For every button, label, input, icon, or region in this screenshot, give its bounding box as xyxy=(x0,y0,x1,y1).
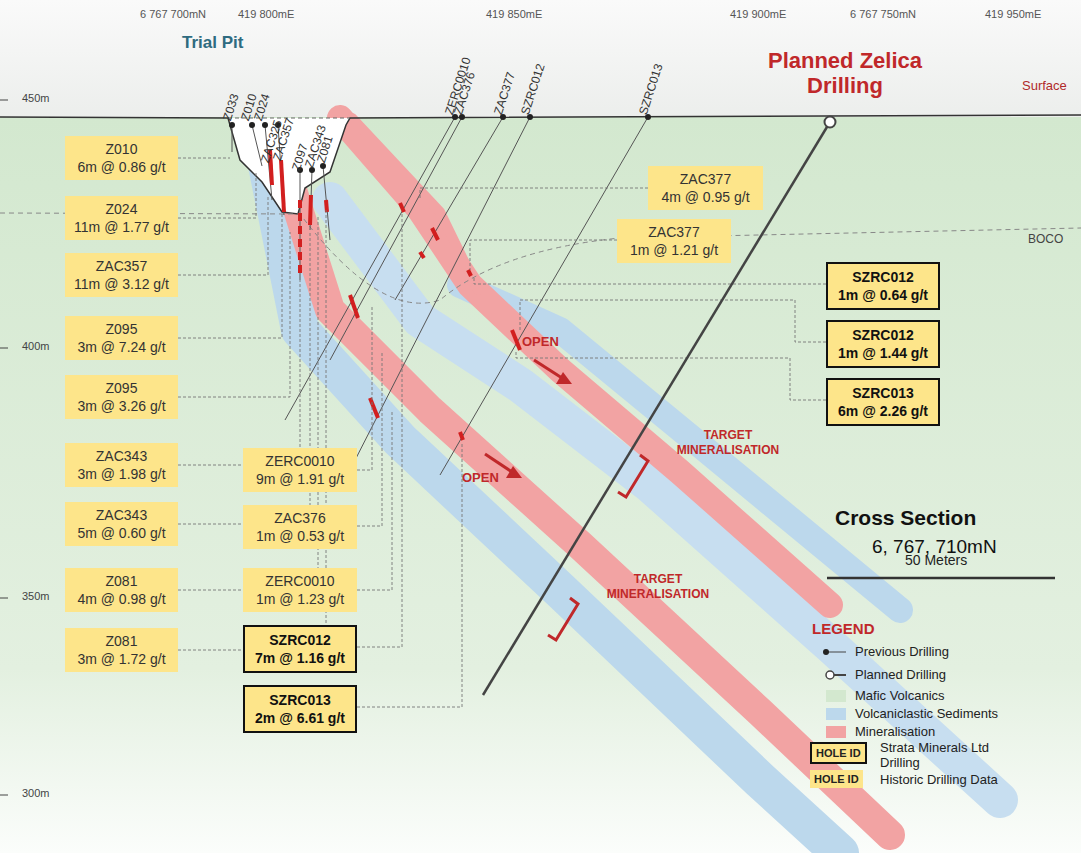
hole-id: SZRC013 xyxy=(253,691,347,709)
hole-id: Z081 xyxy=(73,632,170,650)
strata-callout-box: SZRC0136m @ 2.26 g/t xyxy=(826,378,940,426)
scale-label: 50 Meters xyxy=(905,552,967,568)
intercept-grade: 3m @ 1.98 g/t xyxy=(73,465,170,483)
legend-heading: LEGEND xyxy=(812,620,875,637)
easting: 419 850mE xyxy=(486,8,542,20)
legend-swatch xyxy=(826,708,846,720)
intercept-grade: 4m @ 0.98 g/t xyxy=(73,590,170,608)
hole-id: Z024 xyxy=(73,200,170,218)
intercept-grade: 1m @ 0.53 g/t xyxy=(251,527,349,545)
intercept-grade: 5m @ 0.60 g/t xyxy=(73,524,170,542)
historic-callout-box: Z0813m @ 1.72 g/t xyxy=(65,628,178,672)
hole-id: ZERC0010 xyxy=(251,452,349,470)
hole-id: ZAC377 xyxy=(625,223,723,241)
historic-callout-box: Z0106m @ 0.86 g/t xyxy=(65,136,178,180)
elevation: 300m xyxy=(22,787,50,799)
historic-callout-box: Z0814m @ 0.98 g/t xyxy=(65,568,178,612)
hole-id: Z010 xyxy=(73,140,170,158)
boco-label: BOCO xyxy=(1028,232,1063,246)
legend-text: Historic Drilling Data xyxy=(880,772,998,787)
intercept-grade: 6m @ 2.26 g/t xyxy=(836,402,930,420)
historic-callout-box: ZAC3435m @ 0.60 g/t xyxy=(65,502,178,546)
intercept-grade: 7m @ 1.16 g/t xyxy=(253,649,347,667)
surface-label: Surface xyxy=(1022,78,1067,93)
intercept-grade: 4m @ 0.95 g/t xyxy=(656,188,755,206)
legend-text: Strata Minerals Ltd Drilling xyxy=(880,740,1005,770)
legend-text: Mafic Volcanics xyxy=(855,688,945,703)
section-title: Cross Section xyxy=(835,506,976,530)
hole-id: SZRC013 xyxy=(836,384,930,402)
intercept-grade: 11m @ 3.12 g/t xyxy=(73,275,170,293)
intercept-grade: 1m @ 1.44 g/t xyxy=(836,344,930,362)
historic-callout-box: ZAC3774m @ 0.95 g/t xyxy=(648,166,763,210)
elevation: 350m xyxy=(22,590,50,602)
open-label: OPEN xyxy=(462,470,499,485)
legend-text: Previous Drilling xyxy=(855,644,949,659)
hole-id: ZERC0010 xyxy=(251,572,349,590)
open-label: OPEN xyxy=(522,334,559,349)
historic-callout-box: Z0953m @ 7.24 g/t xyxy=(65,316,178,360)
intercept-grade: 1m @ 1.23 g/t xyxy=(251,590,349,608)
legend-text: Planned Drilling xyxy=(855,667,946,682)
strata-callout-box: SZRC0132m @ 6.61 g/t xyxy=(243,685,357,733)
intercept-grade: 6m @ 0.86 g/t xyxy=(73,158,170,176)
hole-id: ZAC357 xyxy=(73,257,170,275)
hole-id: SZRC012 xyxy=(253,631,347,649)
intercept-grade: 9m @ 1.91 g/t xyxy=(251,470,349,488)
hole-id: Z081 xyxy=(73,572,170,590)
legend-swatch xyxy=(826,726,846,738)
elevation: 450m xyxy=(22,92,50,104)
historic-callout-box: Z02411m @ 1.77 g/t xyxy=(65,196,178,240)
hole-id: SZRC012 xyxy=(836,268,930,286)
legend-sample: HOLE ID xyxy=(810,742,867,764)
intercept-grade: 3m @ 7.24 g/t xyxy=(73,338,170,356)
legend-text: Mineralisation xyxy=(855,724,935,739)
target-label: TARGET MINERALISATION xyxy=(668,428,788,458)
strata-callout-box: SZRC0121m @ 0.64 g/t xyxy=(826,262,940,310)
historic-callout-box: ZERC00109m @ 1.91 g/t xyxy=(243,448,357,492)
strata-callout-box: SZRC0127m @ 1.16 g/t xyxy=(243,625,357,673)
pit-label: Trial Pit xyxy=(182,33,243,53)
elevation: 400m xyxy=(22,340,50,352)
planned-drilling-title: Planned Zelica Drilling xyxy=(740,48,950,98)
hole-id: ZAC343 xyxy=(73,447,170,465)
historic-callout-box: Z0953m @ 3.26 g/t xyxy=(65,375,178,419)
hole-id: ZAC343 xyxy=(73,506,170,524)
historic-callout-box: ZAC35711m @ 3.12 g/t xyxy=(65,253,178,297)
legend-text: Volcaniclastic Sediments xyxy=(855,706,998,721)
strata-callout-box: SZRC0121m @ 1.44 g/t xyxy=(826,320,940,368)
legend-sample: HOLE ID xyxy=(810,770,863,788)
hole-id: Z095 xyxy=(73,379,170,397)
intercept-grade: 1m @ 0.64 g/t xyxy=(836,286,930,304)
target-label: TARGET MINERALISATION xyxy=(598,572,718,602)
easting: 419 900mE xyxy=(730,8,786,20)
easting: 419 950mE xyxy=(985,8,1041,20)
historic-callout-box: ZAC3761m @ 0.53 g/t xyxy=(243,505,357,549)
historic-callout-box: ZERC00101m @ 1.23 g/t xyxy=(243,568,357,612)
legend-swatch xyxy=(826,690,846,702)
northing: 6 767 750mN xyxy=(850,8,916,20)
hole-id: Z095 xyxy=(73,320,170,338)
intercept-grade: 1m @ 1.21 g/t xyxy=(625,241,723,259)
historic-callout-box: ZAC3771m @ 1.21 g/t xyxy=(617,219,731,263)
easting: 419 800mE xyxy=(238,8,294,20)
intercept-grade: 2m @ 6.61 g/t xyxy=(253,709,347,727)
hole-id: ZAC377 xyxy=(656,170,755,188)
intercept-grade: 3m @ 3.26 g/t xyxy=(73,397,170,415)
hole-id: ZAC376 xyxy=(251,509,349,527)
historic-callout-box: ZAC3433m @ 1.98 g/t xyxy=(65,443,178,487)
northing: 6 767 700mN xyxy=(140,8,206,20)
intercept-grade: 11m @ 1.77 g/t xyxy=(73,218,170,236)
intercept-grade: 3m @ 1.72 g/t xyxy=(73,650,170,668)
hole-id: SZRC012 xyxy=(836,326,930,344)
